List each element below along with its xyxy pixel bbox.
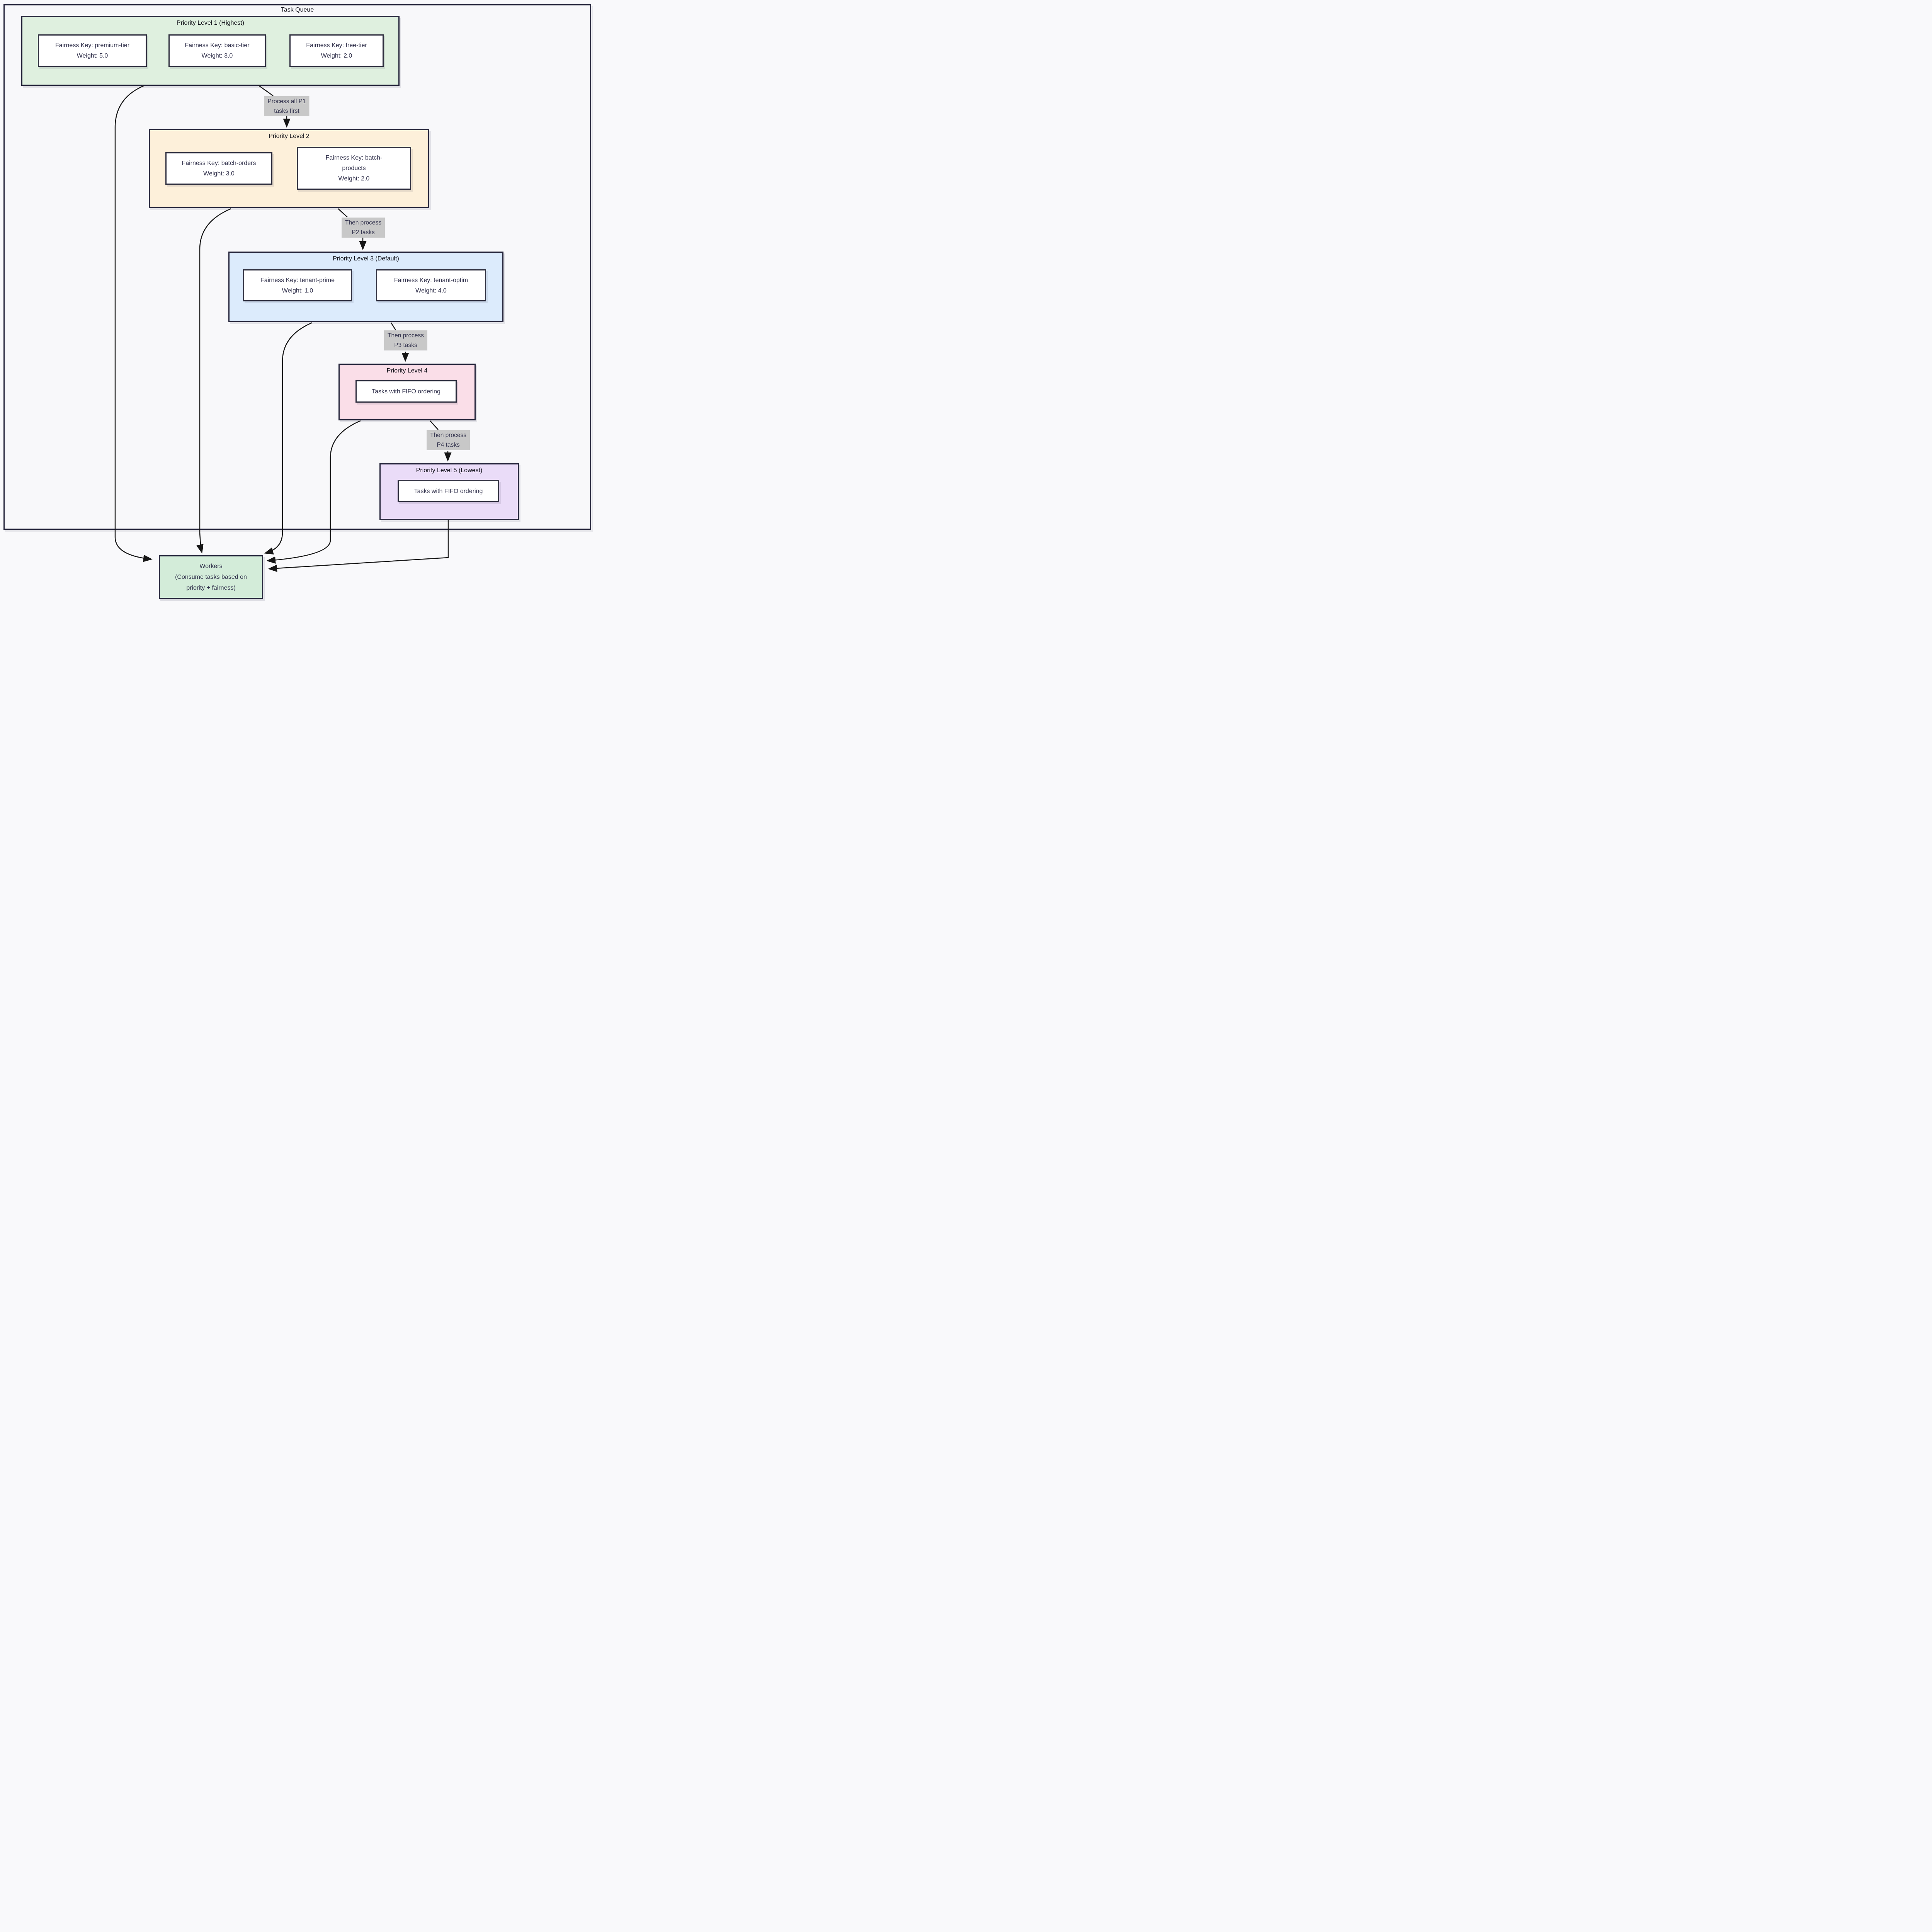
group-title: Priority Level 2 (269, 133, 310, 139)
node-batch-orders: Fairness Key: batch-orders Weight: 3.0 (165, 152, 272, 185)
node-line: Fairness Key: tenant-prime (260, 277, 335, 284)
node-line: Weight: 2.0 (321, 53, 352, 59)
node-line: Fairness Key: premium-tier (55, 42, 130, 49)
node-line: (Consume tasks based on (175, 573, 247, 580)
node-line: Fairness Key: batch- (325, 155, 383, 161)
node-free-tier: Fairness Key: free-tier Weight: 2.0 (289, 34, 384, 67)
node-batch-products: Fairness Key: batch- products Weight: 2.… (297, 147, 411, 190)
node-line: Tasks with FIFO ordering (414, 488, 483, 495)
node-line: Tasks with FIFO ordering (372, 388, 440, 395)
edge-label-p1-p2: Process all P1 tasks first (264, 96, 310, 116)
node-line: Fairness Key: tenant-optim (394, 277, 468, 284)
node-basic-tier: Fairness Key: basic-tier Weight: 3.0 (168, 34, 266, 67)
group-title: Priority Level 1 (Highest) (176, 20, 245, 26)
edge-label-p4-p5: Then process P4 tasks (427, 430, 470, 450)
node-tenant-prime: Fairness Key: tenant-prime Weight: 1.0 (243, 269, 352, 301)
node-fifo-p4: Tasks with FIFO ordering (355, 380, 457, 403)
container-title: Task Queue (281, 7, 314, 13)
node-line: Weight: 3.0 (203, 170, 235, 177)
node-tenant-optim: Fairness Key: tenant-optim Weight: 4.0 (376, 269, 486, 301)
edge-label-line: P3 tasks (394, 342, 417, 349)
node-line: Fairness Key: batch-orders (182, 160, 256, 167)
edge-label-line: Then process (345, 219, 381, 226)
node-line: products (342, 165, 366, 172)
node-line: Fairness Key: basic-tier (185, 42, 250, 49)
edge-label-p3-p4: Then process P3 tasks (384, 330, 427, 350)
group-title: Priority Level 3 (Default) (333, 255, 399, 262)
node-fifo-p5: Tasks with FIFO ordering (398, 480, 499, 502)
node-line: priority + fairness) (186, 584, 236, 591)
node-line: Fairness Key: free-tier (306, 42, 367, 49)
group-title: Priority Level 5 (Lowest) (416, 467, 483, 474)
edge-label-line: tasks first (274, 108, 299, 114)
diagram-canvas: Task Queue Priority Level 1 (Highest) Pr… (0, 0, 596, 601)
edge-label-p2-p3: Then process P2 tasks (342, 218, 385, 238)
edge-label-line: P4 tasks (437, 442, 460, 448)
edge-label-line: Then process (388, 332, 424, 339)
edge-label-line: P2 tasks (352, 229, 375, 236)
node-line: Workers (199, 563, 223, 570)
group-title: Priority Level 4 (386, 367, 428, 374)
node-line: Weight: 5.0 (77, 53, 108, 59)
node-workers: Workers (Consume tasks based on priority… (159, 555, 263, 599)
edge-label-line: Process all P1 (267, 98, 306, 105)
node-line: Weight: 3.0 (201, 53, 233, 59)
node-line: Weight: 1.0 (282, 287, 313, 294)
node-line: Weight: 2.0 (338, 175, 370, 182)
node-premium-tier: Fairness Key: premium-tier Weight: 5.0 (38, 34, 147, 67)
node-line: Weight: 4.0 (415, 287, 447, 294)
edge-label-line: Then process (430, 432, 466, 439)
